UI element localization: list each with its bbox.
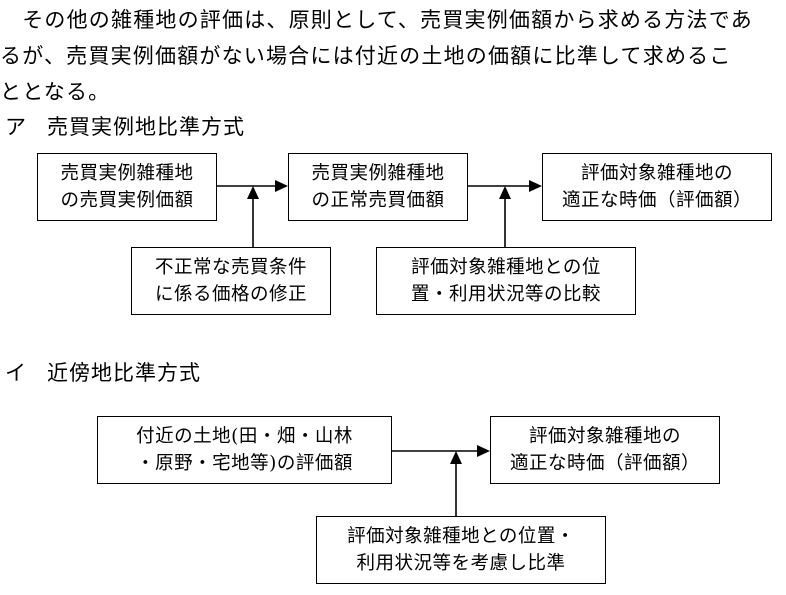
box-sales-price: 売買実例雑種地 の売買実例価額 [37,153,217,221]
box-irregular-correction-line-2: に係る価格の修正 [154,284,307,305]
arrowhead-b-comparison [450,451,462,464]
arrowhead-b-box2-left [477,445,490,457]
box-normal-price-line-2: の正常売買価額 [311,190,445,211]
arrowhead-a-box2-left [275,180,288,192]
arrowhead-a-box3-left [529,180,542,192]
box-appraised-value-a: 評価対象雑種地の 適正な時価（評価額） [542,153,772,221]
section-b-heading: イ近傍地比準方式 [5,359,201,387]
box-normal-price-line-1: 売買実例雑種地 [311,163,445,184]
section-b-title: 近傍地比準方式 [47,361,201,385]
box-appraised-value-b: 評価対象雑種地の 適正な時価（評価額） [490,416,720,484]
section-a-heading: ア売買実例地比準方式 [5,113,245,141]
box-location-consideration: 評価対象雑種地との位置・ 利用状況等を考慮し比準 [316,516,606,584]
section-b-number: イ [5,361,27,385]
box-location-comparison-line-2: 置・利用状況等の比較 [410,284,601,305]
box-nearby-land-value: 付近の土地(田・畑・山林 ・原野・宅地等)の評価額 [97,416,392,484]
section-a-title: 売買実例地比準方式 [47,115,245,139]
arrowhead-a-correction [247,186,259,199]
intro-line-2: るが、売買実例価額がない場合には付近の土地の価額に比準して求めるこ [0,44,732,68]
box-sales-price-line-1: 売買実例雑種地 [60,163,194,184]
box-location-consideration-line-1: 評価対象雑種地との位置・ [347,526,575,547]
box-sales-price-line-2: の売買実例価額 [60,190,194,211]
box-nearby-land-value-line-2: ・原野・宅地等)の評価額 [136,453,353,474]
box-normal-price: 売買実例雑種地 の正常売買価額 [288,153,468,221]
intro-line-1: その他の雑種地の評価は、原則として、売買実例価額から求める方法であ [0,8,753,32]
box-appraised-value-b-line-1: 評価対象雑種地の [528,426,681,447]
box-location-comparison: 評価対象雑種地との位 置・利用状況等の比較 [376,247,636,315]
box-location-comparison-line-1: 評価対象雑種地との位 [411,257,601,278]
arrowhead-a-comparison [499,186,511,199]
section-a-number: ア [5,115,27,139]
box-appraised-value-b-line-2: 適正な時価（評価額） [509,453,700,474]
box-nearby-land-value-line-1: 付近の土地(田・畑・山林 [136,426,353,447]
box-location-consideration-line-2: 利用状況等を考慮し比準 [356,553,566,574]
intro-line-3: ととなる。 [0,80,111,104]
box-irregular-correction-line-1: 不正常な売買条件 [154,257,307,278]
box-irregular-correction: 不正常な売買条件 に係る価格の修正 [131,247,331,315]
box-appraised-value-a-line-2: 適正な時価（評価額） [561,190,752,211]
box-appraised-value-a-line-1: 評価対象雑種地の [580,163,733,184]
